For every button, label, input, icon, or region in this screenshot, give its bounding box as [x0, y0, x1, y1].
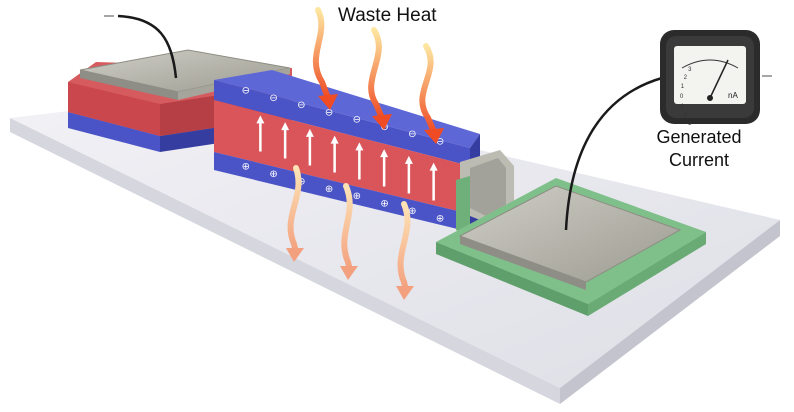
negative-charge-4: ⊖	[353, 115, 361, 126]
negative-charge-0: ⊖	[242, 86, 250, 97]
meter-needle	[709, 59, 729, 99]
right-electrode	[436, 178, 706, 316]
generated-current-line-1: Generated	[656, 127, 742, 147]
meter-tick-4: 1	[681, 84, 685, 90]
meter-tick-6: 3	[688, 67, 692, 73]
outgoing-heat-arrows	[286, 165, 414, 300]
positive-charge-7: ⊕	[436, 213, 444, 224]
negative-charge-7: ⊖	[436, 136, 444, 147]
flow-arrow-4	[355, 142, 364, 180]
meter-tick-1: 2	[684, 113, 688, 119]
meter-tick-2: 1	[681, 104, 685, 110]
charge-flow-arrows	[256, 115, 438, 201]
negative-charge-6: ⊖	[408, 129, 416, 140]
meter-tick-5: 2	[684, 75, 688, 81]
flow-arrow-7	[429, 162, 438, 201]
meter-unit: nA	[728, 91, 738, 100]
meter-tick-3: 0	[680, 94, 684, 100]
positive-charge-5: ⊕	[380, 199, 388, 210]
generated-current-line-2: Current	[668, 150, 730, 170]
flow-arrow-5	[380, 149, 389, 187]
right-wire	[564, 76, 663, 231]
connector-bridge	[456, 150, 514, 238]
incoming-heat-arrows	[312, 7, 444, 144]
positive-charge-4: ⊕	[353, 191, 361, 202]
generated-current-label: Generated Current	[634, 126, 764, 172]
negative-charge-1: ⊖	[269, 93, 277, 104]
negative-charge-2: ⊖	[297, 100, 305, 111]
flow-arrow-6	[404, 155, 413, 194]
negative-charge-3: ⊖	[325, 107, 333, 118]
positive-charge-6: ⊕	[408, 206, 416, 217]
positive-charge-0: ⊕	[242, 162, 250, 173]
flow-arrow-0	[256, 115, 265, 152]
left-wire	[117, 14, 178, 79]
waste-heat-label: Waste Heat	[338, 5, 437, 26]
flow-arrow-3	[330, 135, 339, 173]
positive-charge-1: ⊕	[269, 169, 277, 180]
positive-charge-3: ⊕	[325, 184, 333, 195]
meter-tick-0: 3	[688, 121, 692, 127]
flow-arrow-2	[305, 128, 314, 166]
flow-arrow-1	[281, 122, 290, 159]
